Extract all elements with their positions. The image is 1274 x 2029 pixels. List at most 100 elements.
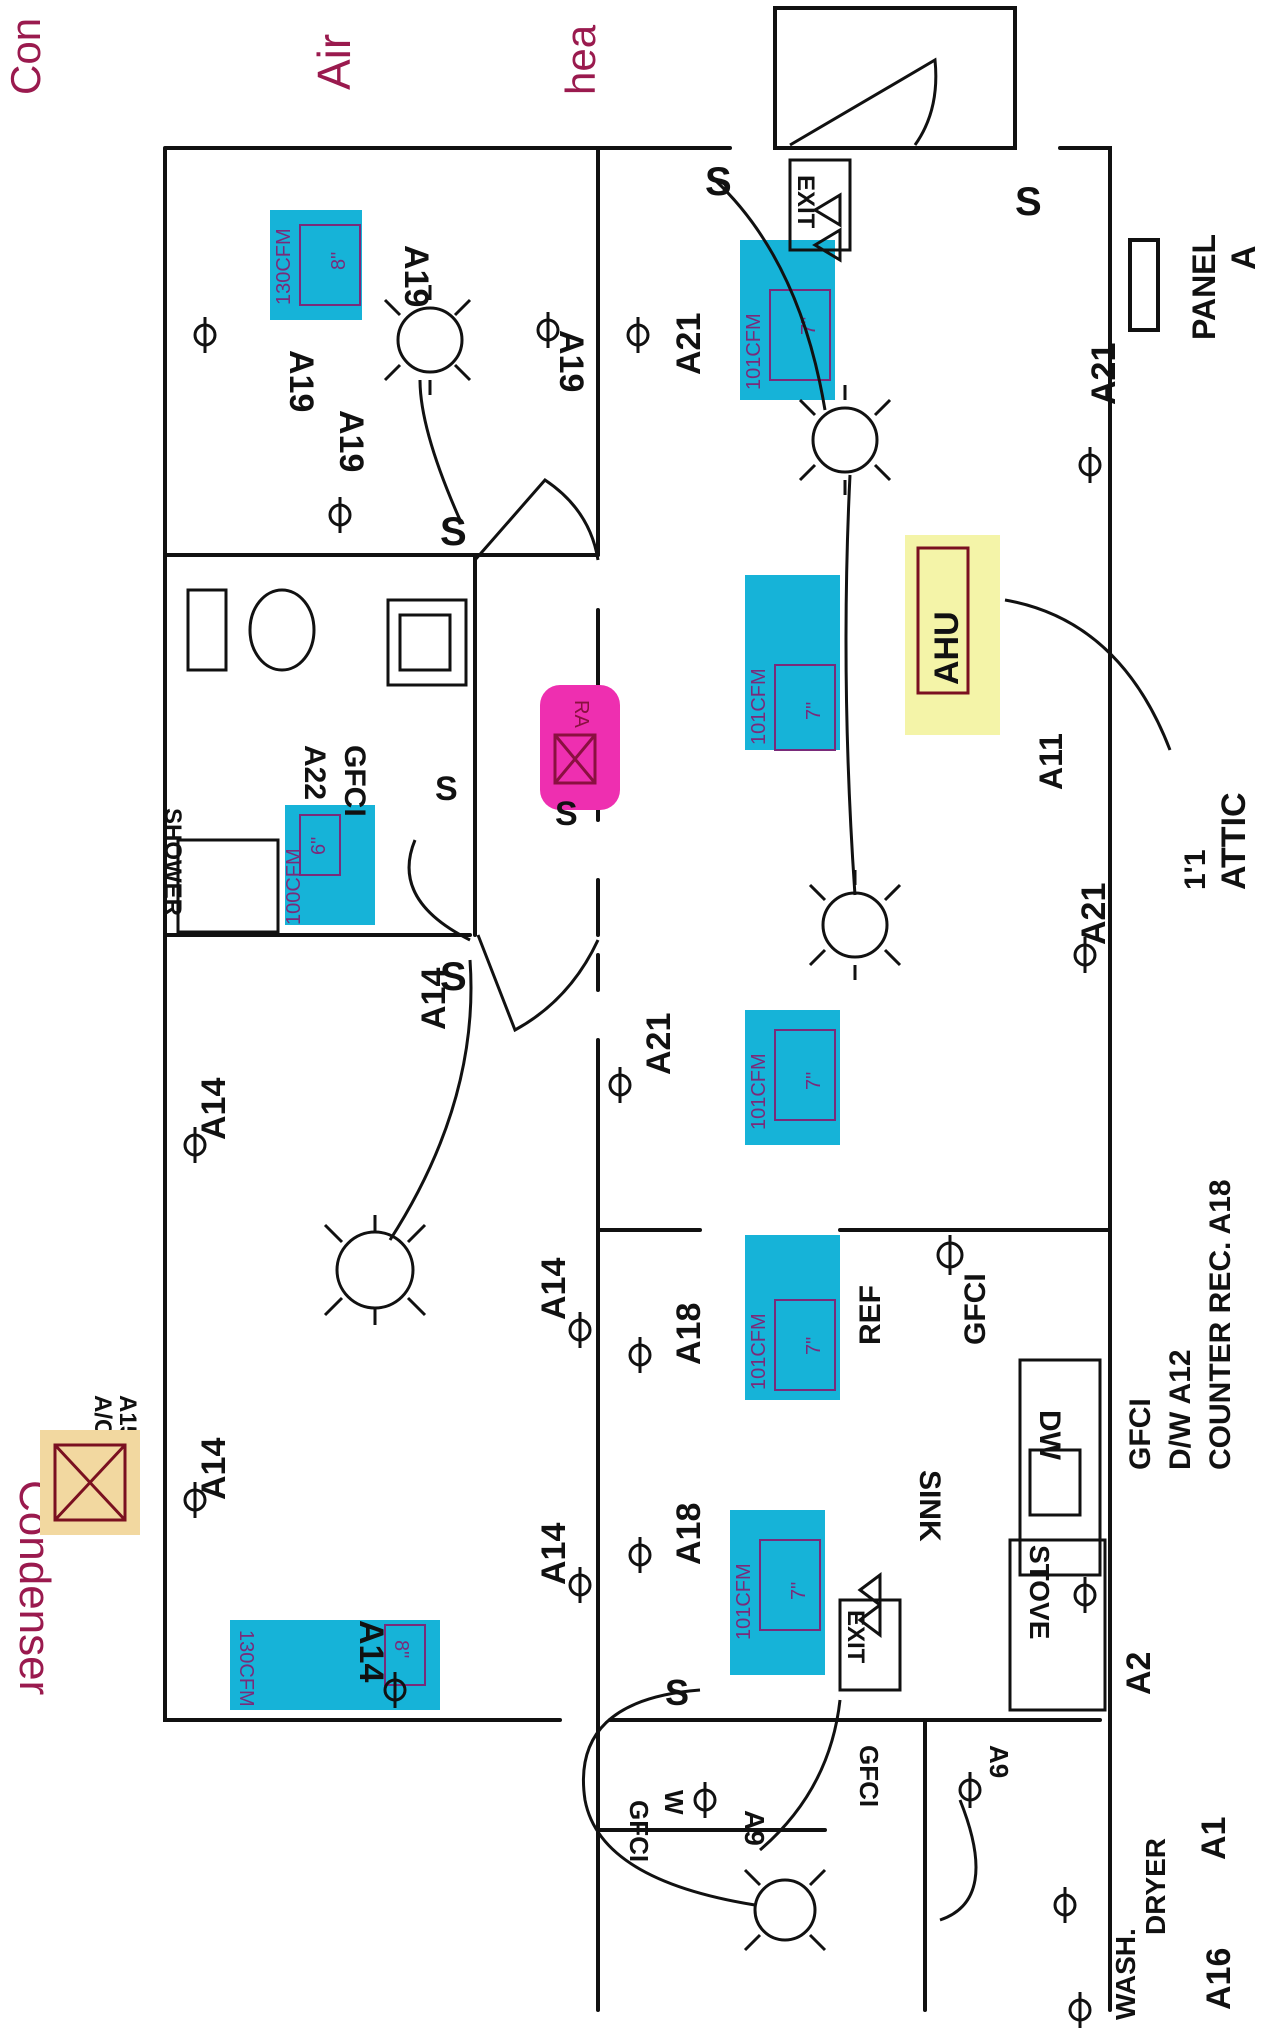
bedroom-door-swing (473, 478, 600, 561)
exhaust-fan: RA (540, 685, 620, 810)
svg-text:6": 6" (308, 837, 330, 855)
attic-label-line2: ATTIC (1215, 792, 1253, 890)
vanity-basin (398, 613, 452, 672)
svg-text:AHU: AHU (928, 611, 966, 685)
supply-vent-3: 101CFM 7" (745, 575, 840, 751)
dishwasher-box (1018, 1358, 1102, 1577)
dryer-label: DRYER (1140, 1838, 1171, 1935)
exterior-wall (163, 146, 1112, 2012)
shower-stall (176, 838, 280, 934)
kitchen-fixtures (1008, 1358, 1107, 1712)
toilet (248, 588, 316, 672)
switch-1: S (440, 510, 467, 554)
circuit-a19-4: A19 (552, 330, 590, 392)
circuit-a19-2: A19 (282, 350, 320, 412)
walls (163, 6, 1160, 2012)
circuit-a22: A22 (298, 745, 331, 800)
svg-text:RA: RA (570, 700, 592, 728)
circuit-a14-4: A14 (195, 1438, 233, 1500)
supply-vent-7: 101CFM 7" (730, 1510, 825, 1675)
panel-label-line1: PANEL (1186, 234, 1222, 340)
svg-text:8": 8" (328, 252, 350, 270)
laundry-gfci-2: GFCI (854, 1745, 884, 1807)
circuit-labels: A19 A19 A19 A19 A21 A21 A21 A21 A22 GFCI… (89, 245, 1238, 2010)
circuit-a21-1: A21 (670, 313, 708, 375)
svg-text:7": 7" (803, 1337, 825, 1355)
supply-vent-8: 130CFM 8" (230, 1620, 440, 1710)
supply-vent-6: 101CFM 7" (745, 1235, 840, 1400)
kitchen-note-dw: D/W A12 (1164, 1349, 1197, 1470)
light-2 (798, 385, 892, 495)
tub (186, 588, 228, 672)
switches: S S S S S S S (435, 160, 1042, 1713)
stove-label: STOVE (1024, 1545, 1055, 1639)
margin-note-top-left: Con (2, 18, 49, 95)
condenser-unit (40, 1430, 140, 1535)
svg-text:101CFM: 101CFM (748, 1053, 770, 1130)
receptacles (183, 312, 1102, 2028)
stove-box (1008, 1538, 1107, 1712)
entry-door-frame (773, 6, 1017, 150)
circuit-a14-3: A14 (535, 1258, 573, 1320)
svg-text:EXIT: EXIT (842, 1610, 869, 1664)
ac-label: A/C (89, 1395, 116, 1436)
sink-basin (1028, 1448, 1082, 1517)
margin-note-top-right: hea (557, 24, 604, 95)
light-5 (743, 1868, 827, 1952)
svg-text:8": 8" (390, 1640, 412, 1658)
light-fixtures (323, 285, 902, 1952)
shower-label: SHOWER (159, 808, 186, 916)
laundry-gfci-1: GFCI (624, 1800, 654, 1862)
dw-label: DW (1033, 1410, 1066, 1461)
kitchen-gfci-label: GFCI (959, 1273, 992, 1345)
supply-vent-2: 101CFM 7" (740, 240, 835, 400)
door-swings (473, 57, 938, 1033)
entry-door-swing (789, 57, 938, 147)
switch-6: S (435, 770, 458, 808)
bath-gfci: GFCI (338, 745, 371, 817)
svg-text:7": 7" (803, 702, 825, 720)
kitchen-note-counter: COUNTER REC. A18 (1204, 1179, 1237, 1470)
switch-3: S (1015, 180, 1042, 224)
svg-text:A11: A11 (1033, 733, 1069, 790)
exit-sign-1: EXIT (788, 158, 852, 263)
bathroom-fixtures (176, 588, 468, 934)
circuit-a9-2: A9 (984, 1745, 1014, 1778)
bedroom2-door-swing (476, 934, 600, 1033)
ref-label: REF (854, 1285, 887, 1345)
circuit-a1: A1 (1195, 1817, 1233, 1860)
laundry-wall (596, 1718, 927, 2012)
circuit-a2: A2 (1120, 1652, 1158, 1695)
supply-vent-1: 130CFM 8" (270, 210, 362, 320)
circuit-a18-1: A18 (670, 1303, 708, 1365)
switch-wiring (388, 178, 978, 1922)
switch-2: S (705, 160, 732, 204)
svg-text:EXIT: EXIT (792, 175, 819, 229)
circuit-a21-4: A21 (640, 1013, 678, 1075)
switch-4: S (440, 955, 467, 999)
ahu-unit: AHU A11 (905, 535, 1069, 790)
wash-label: WASH. (1110, 1928, 1141, 2020)
svg-text:101CFM: 101CFM (743, 313, 765, 390)
vanity-sink (386, 598, 468, 687)
circuit-a21-3: A21 (1075, 883, 1113, 945)
circuit-a14-2: A14 (195, 1078, 233, 1140)
circuit-a14-1: A14 (415, 968, 453, 1030)
circuit-a9-1: A9 (739, 1810, 770, 1846)
circuit-a19-3: A19 (332, 410, 370, 472)
laundry-w: W (659, 1790, 689, 1815)
svg-text:130CFM: 130CFM (235, 1630, 257, 1707)
margin-note-top-mid: Air (308, 34, 360, 90)
light-4 (323, 1215, 427, 1325)
svg-text:7": 7" (788, 1582, 810, 1600)
circuit-a14-5: A14 (535, 1523, 573, 1585)
svg-text:130CFM: 130CFM (273, 228, 295, 305)
exit-sign-2: EXIT (838, 1572, 902, 1692)
supply-vents: 130CFM 8" 101CFM 7" 101CFM 7" 101CFM 7" … (230, 210, 840, 1710)
svg-text:7": 7" (803, 1072, 825, 1090)
circuit-a21-2: A21 (1085, 343, 1123, 405)
kitchen-note-gfci: GFCI (1124, 1398, 1157, 1470)
sink-label: SINK (913, 1470, 946, 1542)
attic-label-line1: 1'1 (1179, 849, 1212, 890)
